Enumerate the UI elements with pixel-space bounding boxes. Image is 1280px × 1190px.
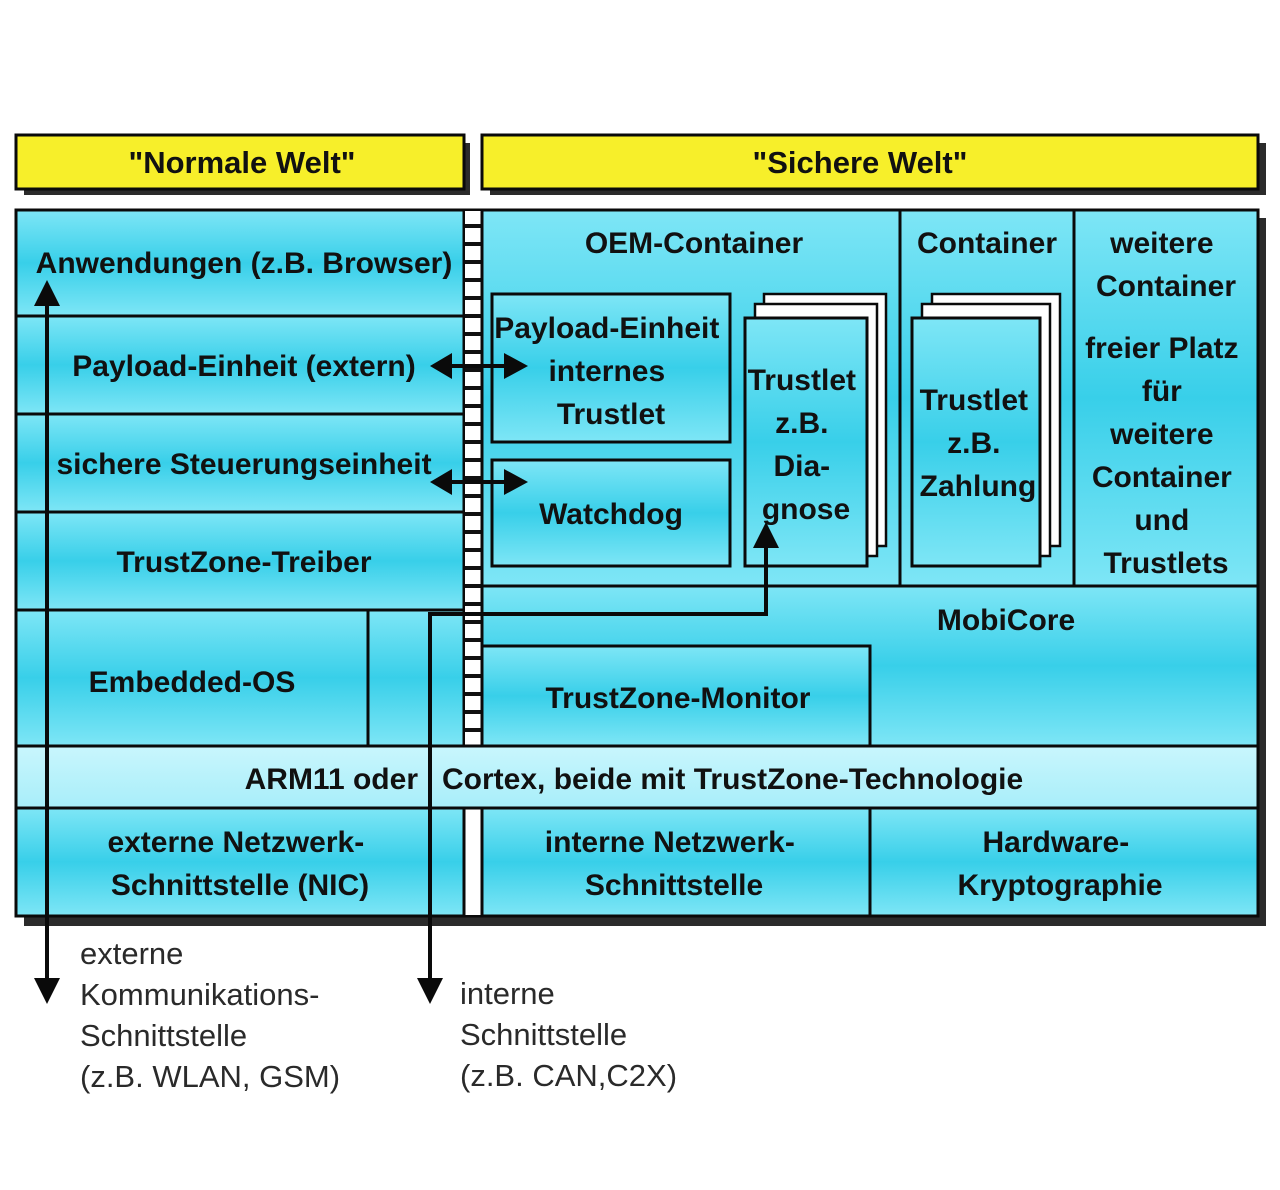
hw-crypto-line-1: Hardware- — [982, 826, 1129, 859]
header-normal-world: "Normale Welt" — [14, 133, 470, 195]
control-link-arrow-head-left — [430, 469, 452, 495]
trustlet-diagnose-line-1: Trustlet — [748, 364, 856, 397]
external-comm-label: externe Kommunikations- Schnittstelle (z… — [80, 936, 340, 1094]
more-containers-line-1: weitere — [1109, 227, 1213, 260]
applications-label: Anwendungen (z.B. Browser) — [36, 247, 453, 280]
trustlet-payment-stack: Trustlet z.B. Zahlung — [910, 292, 1062, 568]
header-secure-world-label: "Sichere Welt" — [753, 145, 968, 180]
trustlet-diagnose-line-2: z.B. — [775, 407, 828, 440]
internal-net-line-2: Schnittstelle — [585, 869, 763, 902]
internal-net-label: interne Netzwerk- Schnittstelle — [545, 826, 803, 902]
watchdog-label: Watchdog — [539, 498, 683, 531]
internal-if-arrow — [428, 540, 768, 984]
normal-world-stack: Anwendungen (z.B. Browser) Payload-Einhe… — [14, 208, 466, 748]
free-space-line-4: Container — [1092, 461, 1232, 494]
more-containers-label: weitere Container — [1096, 227, 1236, 303]
trustlet-diagnose-line-4: gnose — [762, 493, 850, 526]
internal-if-line-1: interne — [460, 976, 555, 1011]
secure-control-label: sichere Steuerungseinheit — [56, 448, 431, 481]
nic-line-2: Schnittstelle (NIC) — [111, 869, 369, 902]
arrows — [34, 280, 779, 1004]
external-comm-arrow-head-up — [34, 280, 60, 306]
free-space-line-6: Trustlets — [1103, 547, 1228, 580]
secure-world-area: OEM-Container Container Payload-Einheit … — [480, 208, 1260, 748]
hw-crypto-line-2: Kryptographie — [957, 869, 1162, 902]
trustlet-diagnose-line-3: Dia- — [773, 450, 830, 483]
trustlet-diagnose-label: Trustlet z.B. Dia- gnose — [748, 364, 865, 526]
cpu-bar-left-label: ARM11 oder — [245, 763, 419, 796]
free-space-line-5: und — [1134, 504, 1189, 537]
free-space-line-3: weitere — [1109, 418, 1213, 451]
free-space-line-1: freier Platz — [1085, 332, 1238, 365]
control-link-arrow-head-right — [504, 469, 528, 495]
nic-line-1: externe Netzwerk- — [107, 826, 364, 859]
oem-container-label: OEM-Container — [585, 227, 804, 260]
header-secure-world: "Sichere Welt" — [480, 133, 1266, 195]
hw-crypto-label: Hardware- Kryptographie — [957, 826, 1162, 902]
bottom-row: externe Netzwerk- Schnittstelle (NIC) in… — [14, 806, 1260, 918]
free-space-label: freier Platz für weitere Container und T… — [1085, 332, 1247, 580]
payload-external-label: Payload-Einheit (extern) — [72, 350, 415, 383]
payload-internal-line-3: Trustlet — [557, 398, 665, 431]
mobicore-label: MobiCore — [937, 604, 1075, 637]
embedded-os-label: Embedded-OS — [89, 666, 296, 699]
internal-if-arrow-head-down — [417, 978, 443, 1004]
internal-if-line-2: Schnittstelle — [460, 1017, 627, 1052]
watchdog-box — [490, 458, 732, 568]
payload-internal-label: Payload-Einheit internes Trustlet — [494, 312, 727, 431]
external-comm-line-4: (z.B. WLAN, GSM) — [80, 1059, 340, 1094]
internal-if-arrow-head-up — [753, 522, 779, 548]
internal-if-line-3: (z.B. CAN,C2X) — [460, 1058, 677, 1093]
trustlet-payment-line-1: Trustlet — [920, 384, 1028, 417]
payload-internal-line-2: internes — [548, 355, 665, 388]
payload-internal-line-1: Payload-Einheit — [494, 312, 719, 345]
internal-if-label: interne Schnittstelle (z.B. CAN,C2X) — [460, 976, 677, 1093]
cpu-bar-right-label: Cortex, beide mit TrustZone-Technologie — [442, 763, 1023, 796]
payload-link-arrow-head-left — [430, 353, 452, 379]
trustlet-payment-line-3: Zahlung — [920, 470, 1037, 503]
trustlet-payment-line-2: z.B. — [947, 427, 1000, 460]
payload-link-arrow-head-right — [504, 353, 528, 379]
more-containers-line-2: Container — [1096, 270, 1236, 303]
cpu-bar: ARM11 oder Cortex, beide mit TrustZone-T… — [14, 744, 1260, 810]
free-space-line-2: für — [1142, 375, 1182, 408]
external-comm-line-1: externe — [80, 936, 183, 971]
external-comm-arrow-head-down — [34, 978, 60, 1004]
container-label: Container — [917, 227, 1057, 260]
trustzone-driver-label: TrustZone-Treiber — [116, 546, 371, 579]
header-normal-world-label: "Normale Welt" — [129, 145, 356, 180]
internal-net-line-1: interne Netzwerk- — [545, 826, 795, 859]
external-comm-line-3: Schnittstelle — [80, 1018, 247, 1053]
trustzone-monitor-label: TrustZone-Monitor — [546, 682, 811, 715]
trustlet-payment-label: Trustlet z.B. Zahlung — [920, 384, 1037, 503]
nic-label: externe Netzwerk- Schnittstelle (NIC) — [107, 826, 372, 902]
world-separator-lower — [463, 807, 483, 917]
world-separator — [463, 209, 483, 747]
external-comm-line-2: Kommunikations- — [80, 977, 319, 1012]
